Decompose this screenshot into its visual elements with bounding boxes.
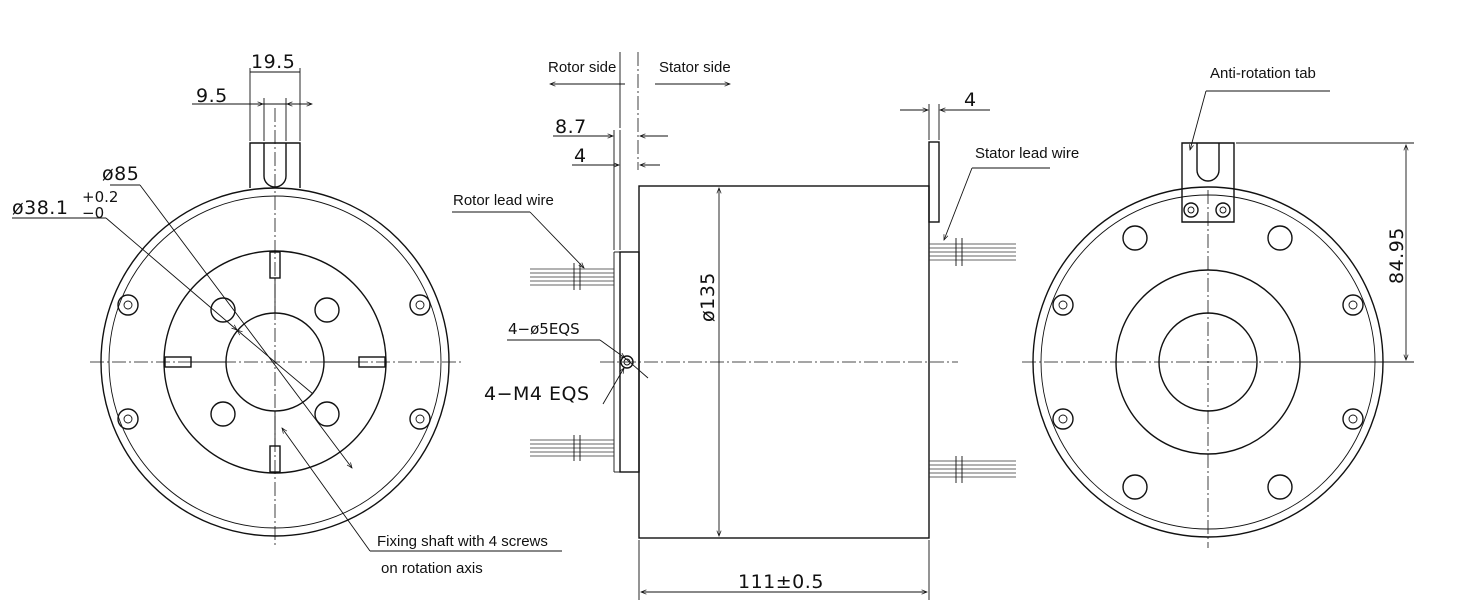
right-end-view <box>1022 90 1414 548</box>
stator-wires-upper <box>929 238 1016 266</box>
dim-tab-width: 19.5 <box>251 51 295 73</box>
dim-bore-tol-upper: +0.2 <box>82 188 118 206</box>
dim-threads: 4−M4 EQS <box>484 383 590 405</box>
label-stator-side: Stator side <box>659 59 731 76</box>
label-fixing-shaft-line1: Fixing shaft with 4 screws <box>377 533 548 550</box>
rotor-wires-upper <box>530 263 614 290</box>
dim-bore: ø38.1 <box>12 197 68 219</box>
dim-bolt-circle: ø85 <box>102 163 139 185</box>
dim-tab-height: 84.95 <box>1386 227 1408 284</box>
label-stator-lead-wire: Stator lead wire <box>975 145 1079 162</box>
middle-side-view <box>452 52 1050 600</box>
dim-holes: 4−ø5EQS <box>508 320 580 338</box>
rotor-wires-lower <box>530 435 614 461</box>
label-rotor-lead-wire: Rotor lead wire <box>453 192 554 209</box>
dim-slot-width: 9.5 <box>196 85 228 107</box>
dim-flange-8-7: 8.7 <box>555 116 587 138</box>
left-front-view <box>12 68 562 552</box>
dim-length: 111±0.5 <box>738 571 824 593</box>
dim-tab-thickness: 4 <box>964 89 977 111</box>
dim-bore-tol-lower: −0 <box>82 204 104 222</box>
label-rotor-side: Rotor side <box>548 59 616 76</box>
dim-flange-4: 4 <box>574 145 587 167</box>
label-anti-rotation-tab: Anti-rotation tab <box>1210 65 1316 82</box>
stator-wires-lower <box>929 456 1016 483</box>
label-fixing-shaft-line2: on rotation axis <box>381 560 483 577</box>
dim-outer-diameter: ø135 <box>697 272 719 322</box>
